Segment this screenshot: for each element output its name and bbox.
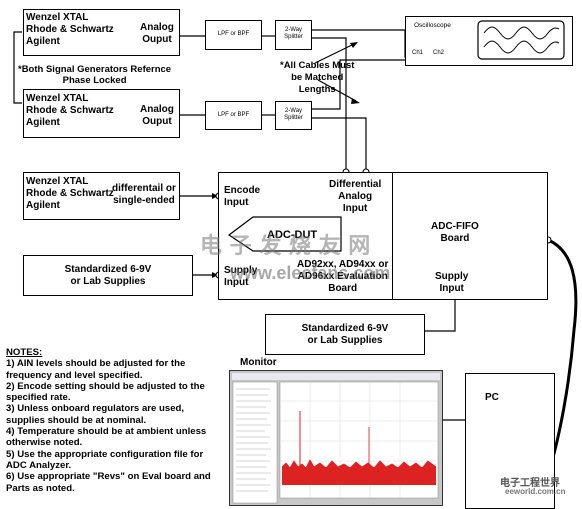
signal-generator-2: Wenzel XTAL Rhode & Schwartz Agilent Ana… [23,89,180,138]
note-line: otherwise noted. [6,437,83,449]
eval-diff-input-label: Differential Analog Input [329,179,382,214]
signal-generator-1: Wenzel XTAL Rhode & Schwartz Agilent Ana… [23,9,180,56]
watermark-corner: 电子工程世界 [500,478,560,489]
note-line: supplies should be at nominal. [6,414,147,426]
encode-gen-line-2: Rhode & Schwartz [26,188,114,199]
monitor [229,370,443,506]
watermark-corner-url: eeworld.com.cn [505,487,566,496]
gen1-line-3: Agilent [26,36,60,47]
oscilloscope-screen [477,20,565,60]
notes-block: NOTES: 1) AIN levels should be adjusted … [6,347,234,494]
gen2-line-3: Agilent [26,117,60,128]
note-line: ADC Analyzer. [6,459,72,471]
filter-1: LPF or BPF [205,20,262,50]
phase-lock-bracket [13,31,22,104]
filter-2-label: LPF or BPF [217,112,250,118]
gen2-output-label: Analog Ouput [140,104,174,127]
gen1-output-label: Analog Ouput [140,22,174,45]
splitter-2-label: 2-Way Splitter [284,108,303,121]
note-line: 1) AIN levels should be adjusted for the [6,358,186,370]
encode-gen-line-1: Wenzel XTAL [26,176,89,187]
fifo-board-title: ADC-FIFO Board [431,221,479,244]
notes-title: NOTES: [6,347,43,358]
gen1-line-1: Wenzel XTAL [26,12,89,23]
supply-2-label: Standardized 6-9V or Lab Supplies [301,323,389,346]
oscilloscope-ch2-label: Ch2 [433,50,445,56]
watermark-main: 电 子 发 烧 友 网 [200,233,371,259]
encode-generator: Wenzel XTAL Rhode & Schwartz Agilent dif… [23,172,180,220]
note-line: 3) Unless onboard regulators are used, [6,403,185,415]
phase-lock-note: *Both Signal Generators Refernce Phase L… [18,64,172,86]
note-line: 2) Encode setting should be adjusted to … [6,380,205,392]
splitter-1: 2-Way Splitter [275,20,312,50]
note-line: frequency and level specified. [6,369,143,381]
cable-note: *All Cables Must be Matched Lengths [280,60,355,95]
monitor-title: Monitor [240,357,277,368]
supply-2: Standardized 6-9V or Lab Supplies [265,314,425,355]
filter-1-label: LPF or BPF [217,31,250,37]
watermark-url: www.elecfans.com [230,263,391,283]
adc-fifo-board: ADC-FIFO Board Supply Input [392,172,548,300]
encode-gen-output-label: differentail or single-ended [112,183,176,206]
evaluation-board: Encode Input Differential Analog Input S… [218,172,393,300]
fifo-supply-input-label: Supply Input [435,271,469,294]
oscilloscope-title: Oscilloscope [414,22,451,29]
supply-1: Standardized 6-9V or Lab Supplies [23,255,193,296]
monitor-screen [232,373,440,504]
eval-supply-input-label: Supply Input [224,265,258,288]
oscilloscope-ch1-label: Ch1 [412,50,424,56]
splitter-1-label: 2-Way Splitter [284,27,303,40]
gen2-line-2: Rhode & Schwartz [26,105,114,116]
filter-2: LPF or BPF [205,101,262,130]
splitter-2: 2-Way Splitter [275,101,312,130]
note-line: 4) Temperature should be at ambient unle… [6,426,207,438]
pc-label: PC [485,392,499,403]
gen1-line-2: Rhode & Schwartz [26,24,114,35]
pc: PC [465,373,555,509]
encode-gen-line-3: Agilent [26,200,60,211]
note-line: 6) Use appropriate "Revs" on Eval board … [6,471,211,483]
eval-encode-input-label: Encode Input [224,185,261,208]
note-line: 5) Use the appropriate configuration fil… [6,448,204,460]
supply-1-label: Standardized 6-9V or Lab Supplies [64,264,152,287]
note-line: specified rate. [6,392,71,404]
adc-dut-label: ADC-DUT [267,229,318,241]
adc-dut-shape [227,216,342,252]
oscilloscope: Oscilloscope Ch1 Ch2 [405,16,573,66]
note-line: Parts as noted. [6,482,75,494]
eval-board-title: AD92xx, AD94xx or AD96xx Evaluation Boar… [297,259,389,294]
gen2-line-1: Wenzel XTAL [26,93,89,104]
